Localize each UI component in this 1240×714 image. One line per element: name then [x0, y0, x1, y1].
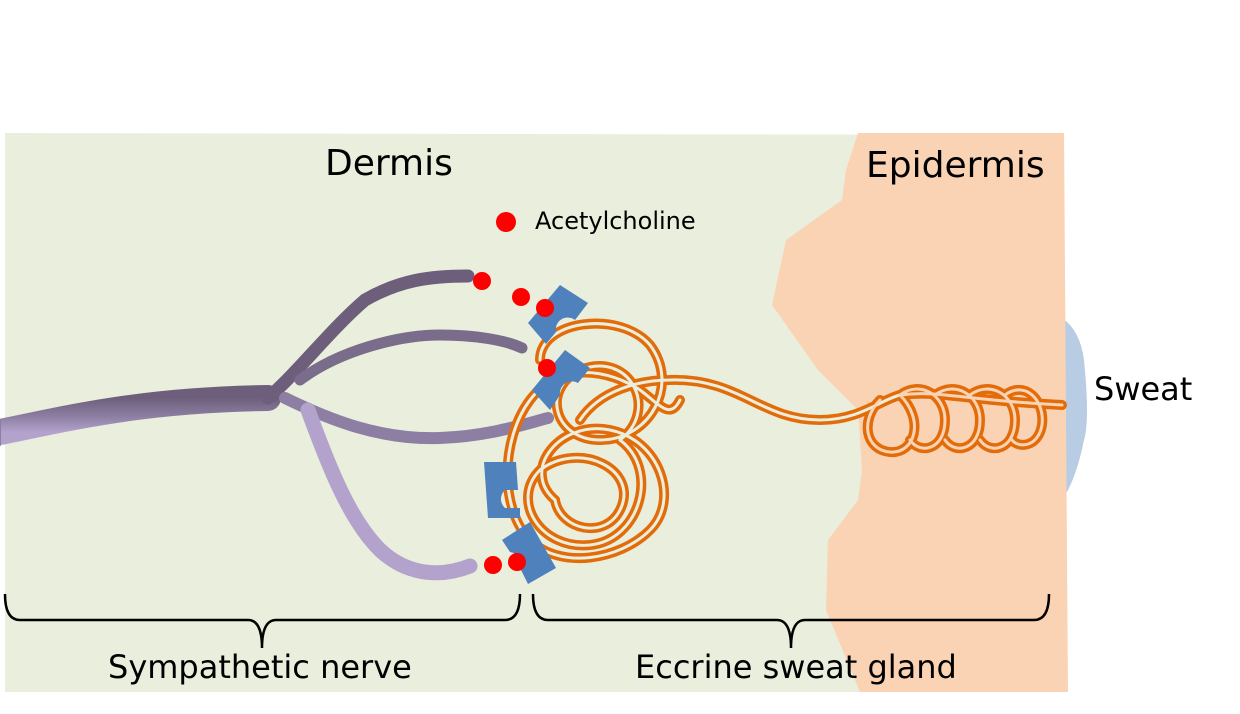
acetylcholine-dot [536, 299, 554, 317]
acetylcholine-dot [508, 553, 526, 571]
eccrine-sweat-gland-label: Eccrine sweat gland [635, 648, 957, 686]
sweat-label: Sweat [1094, 370, 1193, 408]
nerve-branch-upper-mid [294, 329, 528, 386]
receptor-4 [502, 522, 556, 584]
dermis-label: Dermis [325, 143, 453, 184]
nerve-branch-top [261, 269, 475, 405]
sympathetic-nerve-label: Sympathetic nerve [108, 648, 412, 686]
acetylcholine-dot [484, 556, 502, 574]
receptor-3 [484, 462, 520, 518]
acetylcholine-dot [538, 359, 556, 377]
nerve-trunk [0, 385, 281, 445]
acetylcholine-molecules [473, 272, 556, 574]
gland-bracket [531, 593, 1051, 649]
acetylcholine-legend-label: Acetylcholine [535, 207, 696, 235]
receptor-2 [532, 350, 590, 410]
nerve-branch-bottom [300, 402, 478, 581]
receptor-1 [528, 285, 588, 344]
sweat-droplet [1062, 318, 1087, 500]
nerve-bracket [3, 593, 522, 649]
acetylcholine-legend-dot [496, 212, 516, 232]
receptors [484, 285, 590, 584]
acetylcholine-dot [473, 272, 491, 290]
epidermis-label: Epidermis [866, 145, 1045, 186]
acetylcholine-dot [512, 288, 530, 306]
epidermis-region [772, 133, 1068, 692]
